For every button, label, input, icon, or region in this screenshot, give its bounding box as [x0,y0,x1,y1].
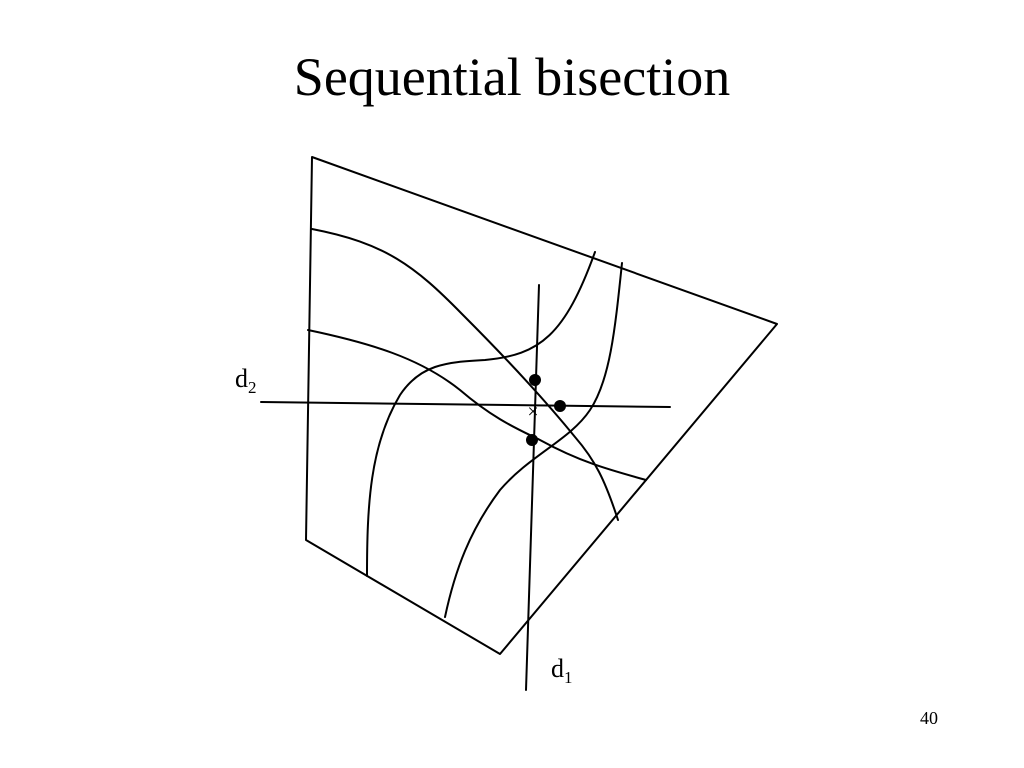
level-curve-2 [307,329,647,481]
intersection-point-right [554,400,566,412]
level-curve-1 [311,228,619,521]
slide-title: Sequential bisection [293,47,731,107]
axis-label-d2: d2 [235,364,257,397]
axis-label-d1-subscript: 1 [564,668,573,687]
center-marker: × [527,401,538,423]
level-curve-4 [444,262,623,618]
bisector-line-d1 [525,284,540,691]
axis-label-d1-base: d [551,654,564,683]
axis-label-d2-base: d [235,364,248,393]
intersection-point-bottom [526,434,538,446]
bisector-line-d2 [260,401,671,408]
intersection-point-top [529,374,541,386]
level-curve-3 [366,251,596,577]
axis-label-d1: d1 [551,654,573,687]
page-number: 40 [920,708,938,728]
axis-label-d2-subscript: 2 [248,378,257,397]
